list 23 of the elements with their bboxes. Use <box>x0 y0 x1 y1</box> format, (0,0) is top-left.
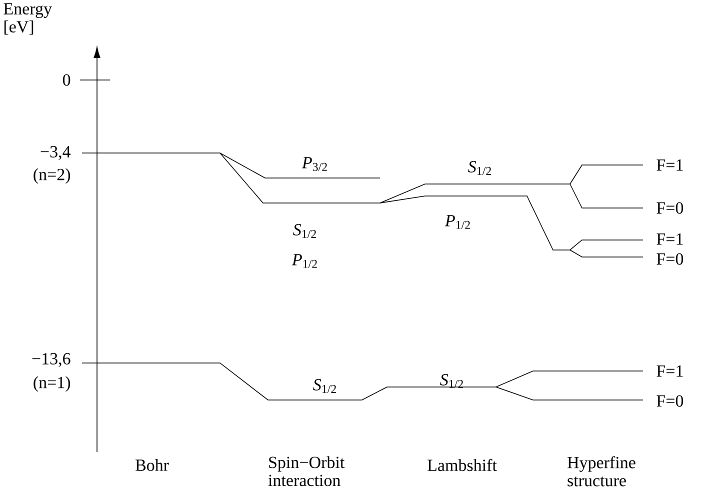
tick-label: 0 <box>62 74 70 86</box>
level-label: F=1 <box>656 159 683 171</box>
level-label: F=0 <box>656 202 684 214</box>
quantum-number: (n=2) <box>34 168 70 184</box>
energy-value: −13,6 <box>32 353 70 367</box>
level-label: F=1 <box>656 365 683 377</box>
level-label: S$_{1/2}$ <box>293 224 316 238</box>
level-label: P$_{1/2}$ <box>292 254 317 268</box>
energy-value: −3,4 <box>40 146 71 160</box>
level-label: P$_{3/2}$ <box>302 157 327 171</box>
axis-title: Energy [eV] <box>4 3 52 35</box>
quantum-number: (n=1) <box>34 376 70 392</box>
level-label: P$_{1/2}$ <box>444 215 470 229</box>
level-label: S$_{1/2}$ <box>468 161 491 175</box>
level-label: F=0 <box>656 253 684 265</box>
column-label: Lambshift <box>428 458 497 472</box>
level-label: F=0 <box>656 395 684 407</box>
level-label: S$_{1/2}$ <box>440 374 463 388</box>
level-label: F=1 <box>656 233 683 245</box>
column-label: Hyperfine structure <box>567 456 636 486</box>
column-label: Bohr <box>136 459 169 471</box>
level-label: S$_{1/2}$ <box>313 379 336 393</box>
column-label: Spin−Orbit interaction <box>268 456 345 486</box>
